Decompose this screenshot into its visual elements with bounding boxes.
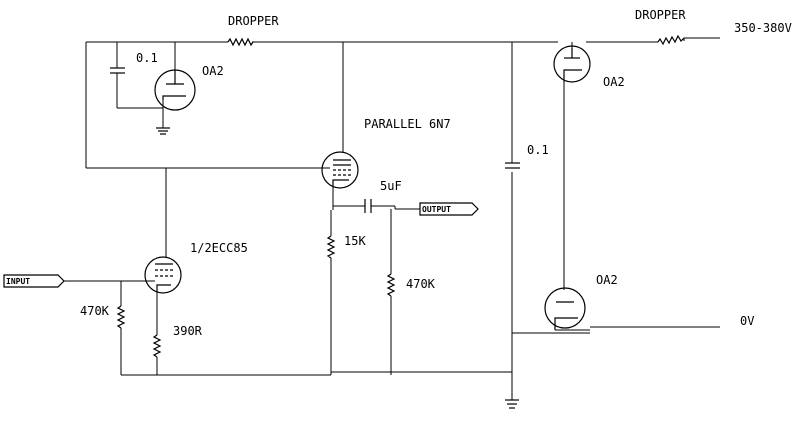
output-cap-label: 5uF xyxy=(380,179,402,193)
bottom-rail xyxy=(121,42,513,400)
oa2-bottom-right-label: OA2 xyxy=(596,273,618,287)
supply-label: 350-380V xyxy=(734,21,792,35)
input-label: INPUT xyxy=(6,277,30,286)
triode-label: 1/2ECC85 xyxy=(190,241,248,255)
cap-left-label: 0.1 xyxy=(136,51,158,65)
oa2-left-label: OA2 xyxy=(202,64,224,78)
resistor-470k-right xyxy=(386,209,396,375)
output-terminal xyxy=(419,202,479,216)
resistor-15k xyxy=(326,210,336,375)
output-capacitor xyxy=(333,199,420,213)
input-terminal xyxy=(3,274,65,288)
zero-volt-label: 0V xyxy=(740,314,754,328)
resistor-470k-left xyxy=(116,281,126,375)
r470k-right-label: 470K xyxy=(406,277,436,291)
output-label: OUTPUT xyxy=(422,205,451,214)
oa2-tube-left xyxy=(154,42,196,135)
top-wires xyxy=(85,37,720,169)
parallel-tube-label: PARALLEL 6N7 xyxy=(364,117,451,131)
dropper-left-label: DROPPER xyxy=(228,14,279,28)
zero-volt-line xyxy=(512,326,720,334)
oa2-tube-bottom-right xyxy=(544,287,590,331)
dropper-resistor-left xyxy=(227,37,254,47)
ground-symbol xyxy=(505,399,519,409)
ecc85-triode xyxy=(121,168,182,294)
resistor-390r xyxy=(152,292,162,375)
dropper-resistor-right xyxy=(657,34,685,46)
oa2-top-right-label: OA2 xyxy=(603,75,625,89)
r15k-label: 15K xyxy=(344,234,366,248)
dropper-right-label: DROPPER xyxy=(635,8,686,22)
oa2-tube-top-right xyxy=(553,42,591,83)
r470k-left-label: 470K xyxy=(80,304,110,318)
capacitor-right xyxy=(505,162,520,169)
capacitor-left xyxy=(110,42,163,109)
cap-right-label: 0.1 xyxy=(527,143,549,157)
parallel-6n7-tube xyxy=(321,42,359,210)
r390r-label: 390R xyxy=(173,324,203,338)
